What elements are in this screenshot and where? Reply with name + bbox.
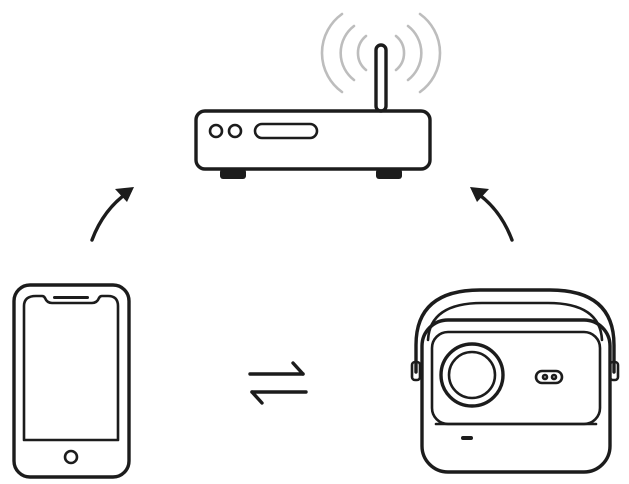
projector-indicator	[461, 436, 473, 440]
projector-lens-inner	[447, 350, 497, 400]
phone-speaker	[53, 296, 89, 299]
projector-body	[420, 318, 612, 474]
projector-side-knob	[608, 360, 620, 382]
projector-sensor	[534, 369, 564, 385]
wifi-signal-icon	[320, 12, 442, 94]
projector-handle	[414, 288, 616, 374]
smartphone-icon	[12, 283, 131, 479]
phone-outer-frame	[12, 283, 131, 479]
router-foot	[220, 169, 246, 179]
router-foot	[376, 169, 402, 179]
bidirectional-arrows-icon	[248, 361, 308, 405]
router-display	[253, 122, 319, 140]
phone-home-button	[63, 449, 79, 465]
phone-screen	[22, 294, 120, 442]
router-body	[194, 109, 432, 171]
projector-handle-inner	[426, 301, 604, 342]
curved-arrow-icon	[470, 187, 514, 242]
projector-icon	[410, 288, 620, 474]
projector-lens-outer	[439, 342, 505, 408]
wifi-router-icon	[194, 12, 442, 179]
router-button	[208, 123, 224, 139]
projector-front-panel	[430, 330, 602, 426]
router-antenna	[374, 43, 388, 113]
projector-sensor-dot	[541, 373, 549, 381]
curved-arrow-icon	[90, 187, 134, 242]
projector-side-knob	[410, 360, 422, 382]
router-button	[227, 123, 243, 139]
projector-sensor-dot	[550, 373, 558, 381]
